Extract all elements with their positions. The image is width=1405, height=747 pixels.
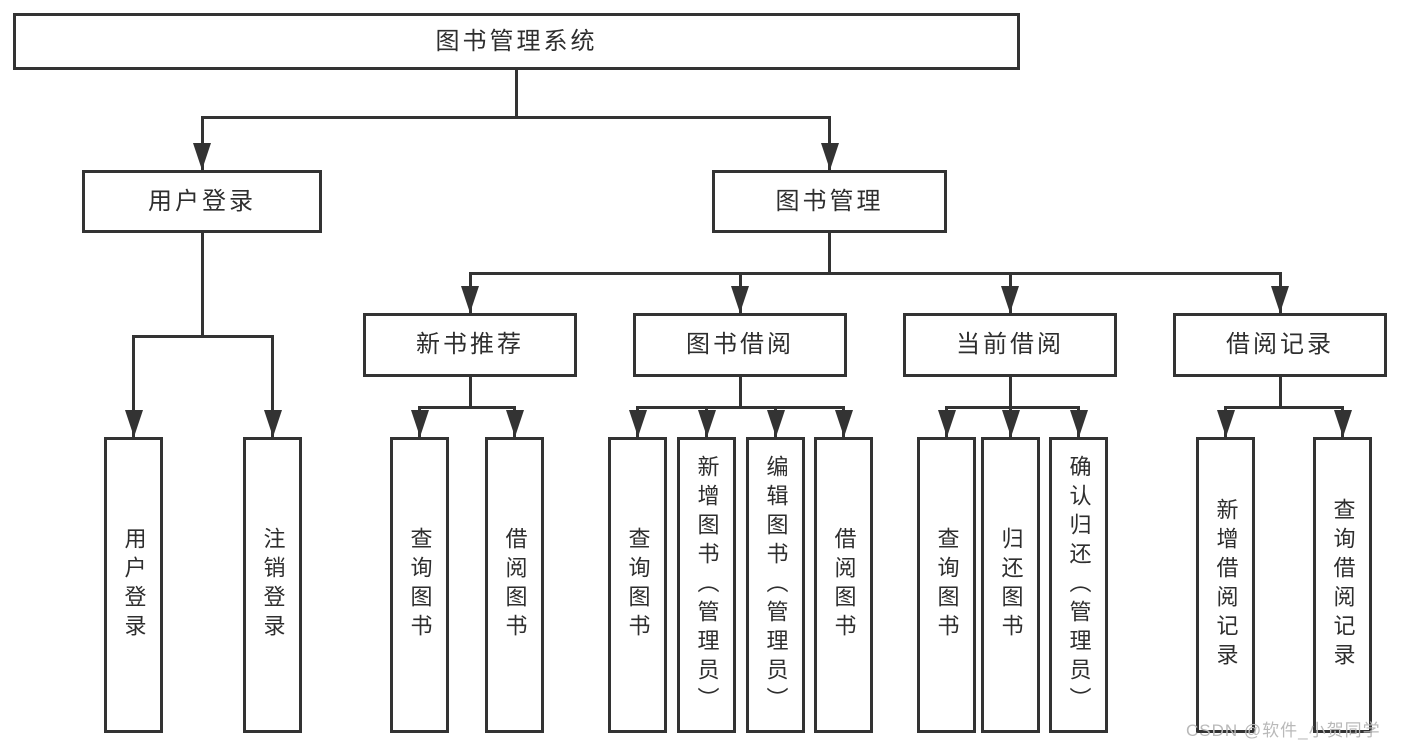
node-label-leaf-return-books: 归还图书 [998, 527, 1024, 643]
arrowhead-down-icon [1216, 410, 1235, 437]
node-leaf-add-book-admin: 新增图书（管理员） [677, 437, 736, 733]
node-label-leaf-confirm-return-admin: 确认归还（管理员） [1066, 454, 1092, 716]
node-label-leaf-borrow-books-2: 借阅图书 [831, 527, 857, 643]
node-library-system: 图书管理系统 [13, 13, 1020, 70]
node-new-book-recommend: 新书推荐 [363, 313, 577, 377]
node-borrowing-records: 借阅记录 [1173, 313, 1387, 377]
node-user-login: 用户登录 [82, 170, 322, 233]
node-leaf-edit-book-admin: 编辑图书（管理员） [746, 437, 805, 733]
arrowhead-down-icon [1001, 410, 1020, 437]
node-label-leaf-query-books-2: 查询图书 [625, 527, 651, 643]
node-label-new-book-recommend: 新书推荐 [416, 331, 524, 358]
arrowhead-down-icon [410, 410, 429, 437]
arrowhead-down-icon [628, 410, 647, 437]
connector-rail-book-borrowing [636, 405, 845, 409]
node-book-borrowing: 图书借阅 [633, 313, 847, 377]
node-label-user-login: 用户登录 [148, 187, 256, 215]
connector-drop-user-login [271, 336, 274, 437]
connector-stem-library-system [515, 70, 518, 119]
node-label-leaf-user-login: 用户登录 [121, 527, 147, 643]
node-leaf-add-borrow-record: 新增借阅记录 [1196, 437, 1255, 733]
arrowhead-down-icon [193, 143, 211, 170]
arrowhead-down-icon [834, 410, 853, 437]
connector-rail-book-management [468, 271, 1282, 275]
node-label-leaf-edit-book-admin: 编辑图书（管理员） [763, 454, 789, 716]
node-leaf-query-books-3: 查询图书 [917, 437, 976, 733]
node-label-leaf-query-books-3: 查询图书 [934, 527, 960, 643]
node-leaf-confirm-return-admin: 确认归还（管理员） [1049, 437, 1108, 733]
connector-stem-new-book-recommend [468, 377, 472, 409]
arrowhead-down-icon [1069, 410, 1088, 437]
node-leaf-logout: 注销登录 [243, 437, 302, 733]
node-label-book-management: 图书管理 [775, 187, 884, 215]
csdn-watermark: CSDN @软件_小贺同学 [1186, 721, 1381, 740]
node-label-leaf-query-books-1: 查询图书 [407, 527, 433, 643]
arrowhead-down-icon [1271, 286, 1289, 313]
connector-rail-new-book-recommend [418, 405, 516, 409]
arrowhead-down-icon [263, 410, 282, 437]
node-label-leaf-add-borrow-record: 新增借阅记录 [1213, 498, 1239, 672]
node-leaf-query-borrow-record: 查询借阅记录 [1313, 437, 1372, 733]
arrowhead-down-icon [731, 286, 749, 313]
connector-stem-book-management [828, 233, 831, 275]
arrowhead-down-icon [461, 286, 479, 313]
arrowhead-down-icon [1001, 286, 1019, 313]
arrowhead-down-icon [937, 410, 956, 437]
node-label-library-system: 图书管理系统 [435, 27, 598, 55]
node-current-borrowing: 当前借阅 [903, 313, 1117, 377]
connector-drop-user-login [132, 336, 135, 437]
node-leaf-borrow-books-2: 借阅图书 [814, 437, 873, 733]
connector-stem-book-borrowing [738, 377, 742, 409]
node-leaf-user-login: 用户登录 [104, 437, 163, 733]
connector-rail-current-borrowing [945, 405, 1080, 409]
node-label-leaf-logout: 注销登录 [260, 527, 286, 643]
arrowhead-down-icon [1333, 410, 1352, 437]
arrowhead-down-icon [766, 410, 785, 437]
node-leaf-query-books-1: 查询图书 [390, 437, 449, 733]
connector-rail-library-system [200, 115, 831, 119]
node-label-leaf-add-book-admin: 新增图书（管理员） [694, 454, 720, 716]
connector-rail-user-login [132, 334, 274, 338]
connector-stem-current-borrowing [1008, 377, 1012, 409]
node-label-book-borrowing: 图书借阅 [686, 331, 794, 358]
node-leaf-borrow-books-1: 借阅图书 [485, 437, 544, 733]
connector-rail-borrowing-records [1224, 405, 1344, 409]
node-leaf-query-books-2: 查询图书 [608, 437, 667, 733]
arrowhead-down-icon [505, 410, 524, 437]
node-label-leaf-borrow-books-1: 借阅图书 [502, 527, 528, 643]
arrowhead-down-icon [697, 410, 716, 437]
connector-stem-borrowing-records [1278, 377, 1282, 409]
node-book-management: 图书管理 [712, 170, 947, 233]
arrowhead-down-icon [124, 410, 143, 437]
node-label-current-borrowing: 当前借阅 [956, 331, 1064, 358]
arrowhead-down-icon [820, 143, 839, 170]
node-label-leaf-query-borrow-record: 查询借阅记录 [1330, 498, 1356, 672]
node-leaf-return-books: 归还图书 [981, 437, 1040, 733]
node-label-borrowing-records: 借阅记录 [1226, 331, 1334, 358]
connector-stem-user-login [200, 233, 204, 338]
